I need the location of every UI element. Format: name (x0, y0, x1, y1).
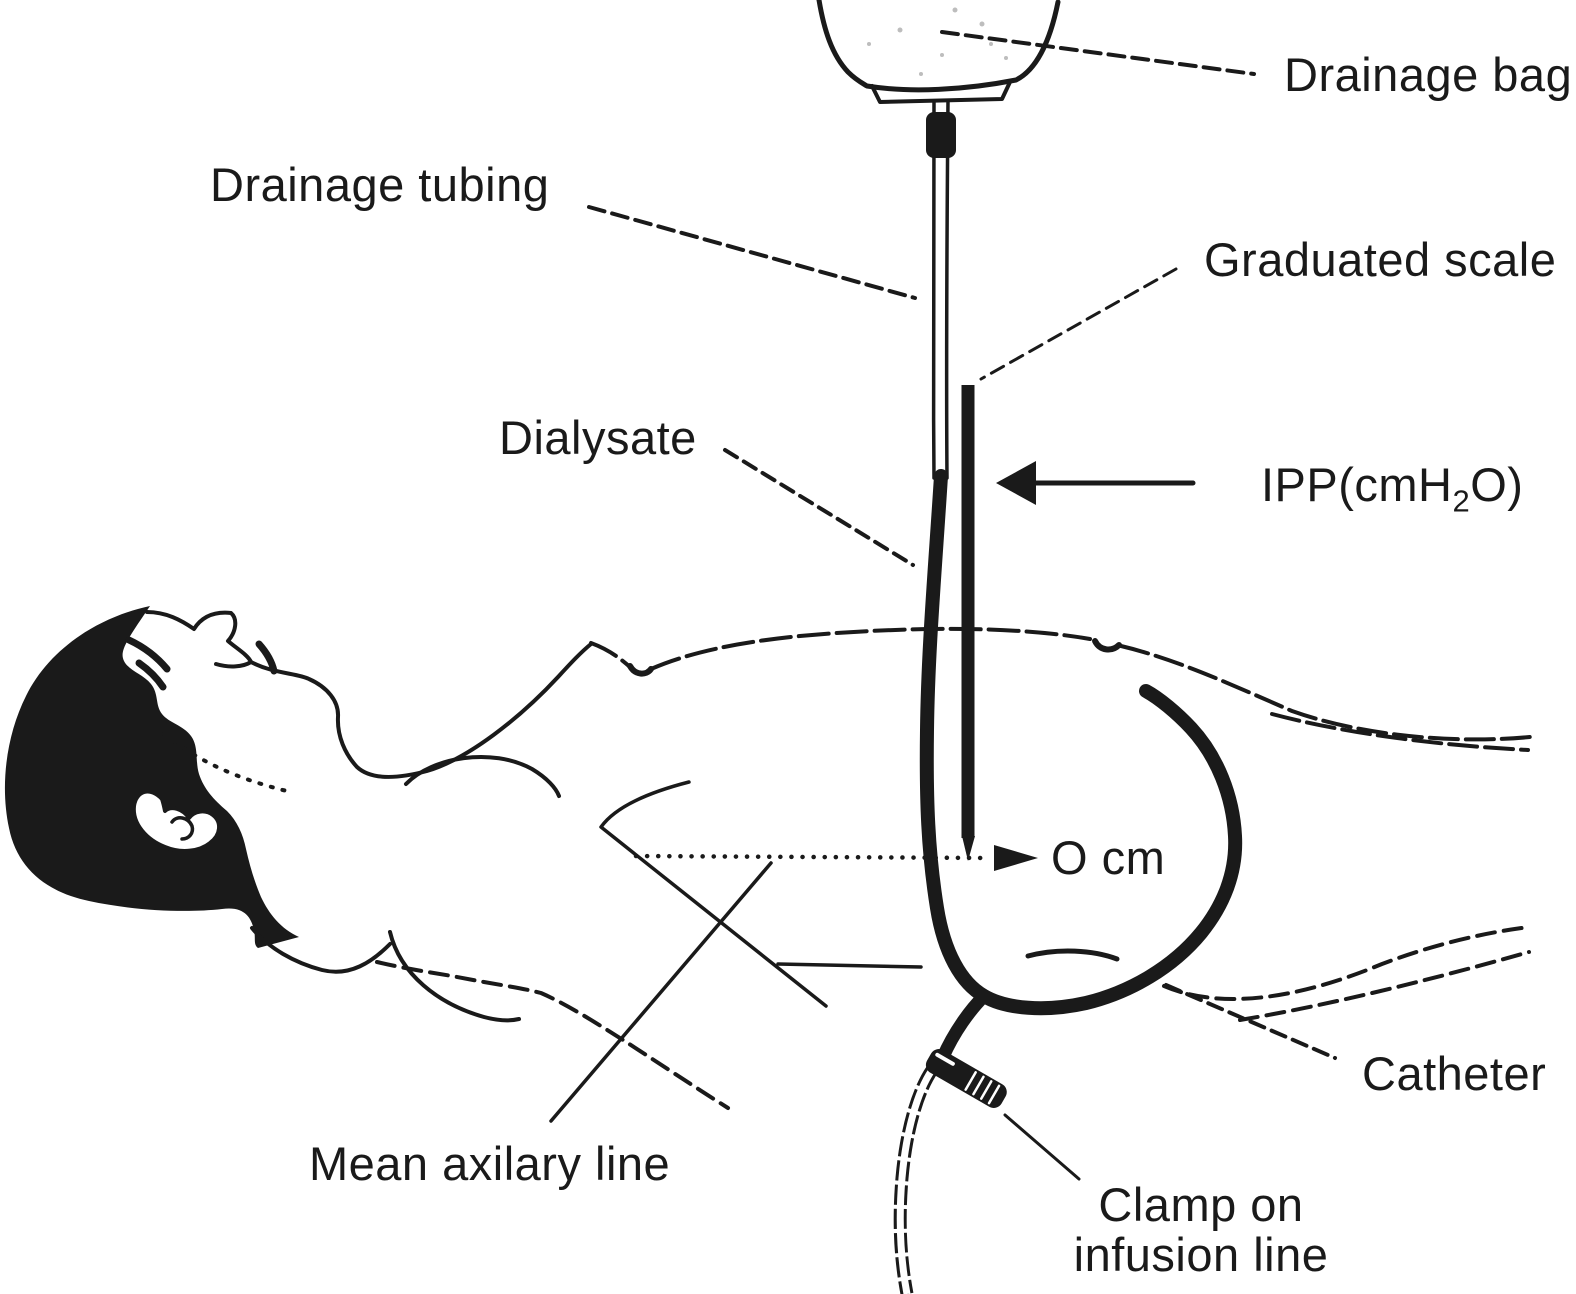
zero-arrow-head (994, 845, 1038, 871)
clamp (925, 1049, 1007, 1108)
patient-body (4, 606, 1532, 1110)
leader-catheter (1164, 983, 1337, 1060)
right-arm-lower-line (1270, 712, 1530, 752)
drainage-bag-port (870, 80, 1012, 104)
ipp-label-suffix: O) (1470, 458, 1524, 511)
leader-drainage-bag (940, 30, 1256, 76)
chest-top-line (589, 641, 632, 669)
leader-dialysate (723, 448, 915, 567)
ipp-label-prefix: IPP(cmH (1261, 458, 1453, 511)
mean-axillary-label: Mean axilary line (309, 1137, 671, 1190)
tube-connector (926, 112, 956, 158)
waist-horizontal-line (776, 962, 923, 969)
hair (4, 606, 300, 948)
leader-mean-axillary (549, 861, 773, 1123)
nose-shadow (255, 640, 278, 675)
face-profile (145, 610, 253, 669)
chest-top-line-2 (649, 626, 1092, 671)
clamp-ridges (964, 1071, 1001, 1105)
breast-lower-arc (388, 930, 521, 1023)
dialysate-tube-and-catheter-loop (919, 469, 1243, 1016)
ipp-label-subscript: 2 (1452, 483, 1471, 519)
clamp-body (925, 1049, 1007, 1108)
hip-contour-1 (1162, 925, 1531, 1001)
ipp-label: IPP(cmH2O) (1261, 458, 1524, 517)
ipp-arrow-head (996, 461, 1036, 505)
infusion-line-tube (893, 1066, 938, 1294)
hip-contour-2 (1238, 950, 1531, 1022)
belly-crease (1025, 948, 1120, 962)
eye (135, 659, 167, 691)
right-nipple (1092, 638, 1122, 653)
bag-speckles (867, 7, 1008, 76)
clamp-label: Clamp on infusion line (1056, 1180, 1346, 1280)
ear-inner-curl (170, 816, 195, 841)
graduated-scale-label: Graduated scale (1204, 233, 1557, 286)
catheter-label: Catheter (1362, 1047, 1547, 1100)
clamp-label-line2: infusion line (1073, 1227, 1329, 1281)
ear (131, 789, 221, 853)
drainage-bag-label: Drainage bag (1284, 48, 1573, 101)
leader-clamp (1003, 1113, 1081, 1181)
eyebrow (125, 636, 171, 673)
right-arm-upper-line (1119, 644, 1532, 742)
drainage-bag-outline (816, 0, 1061, 93)
jaw-dotted-line (162, 732, 293, 794)
leader-drainage-tubing (587, 205, 917, 300)
leader-lines (549, 30, 1337, 1181)
catheter-branch-to-clamp (936, 989, 991, 1064)
clamp-slit (935, 1052, 955, 1066)
drainage-bag (816, 0, 1061, 104)
clamp-label-line1: Clamp on (1098, 1178, 1304, 1231)
ipp-arrow (996, 461, 1196, 505)
left-nipple (627, 663, 654, 677)
neck-back-shoulder (250, 926, 392, 974)
zero-reference-dotted-line (633, 853, 993, 861)
axilla-fold-and-cross-line (599, 780, 828, 1008)
lip-chin-neck (249, 642, 593, 779)
graduated-scale-rod (961, 385, 975, 861)
infusion-line-lumen (896, 1068, 935, 1294)
drainage-tubing-label: Drainage tubing (210, 158, 550, 211)
zero-cm-label: O cm (1051, 831, 1166, 884)
scale-rod-tip (962, 836, 975, 861)
dialysate-label: Dialysate (499, 411, 697, 464)
leader-graduated-scale (979, 267, 1178, 381)
breast-upper-arc (404, 755, 561, 798)
near-arm-contour (375, 960, 730, 1110)
